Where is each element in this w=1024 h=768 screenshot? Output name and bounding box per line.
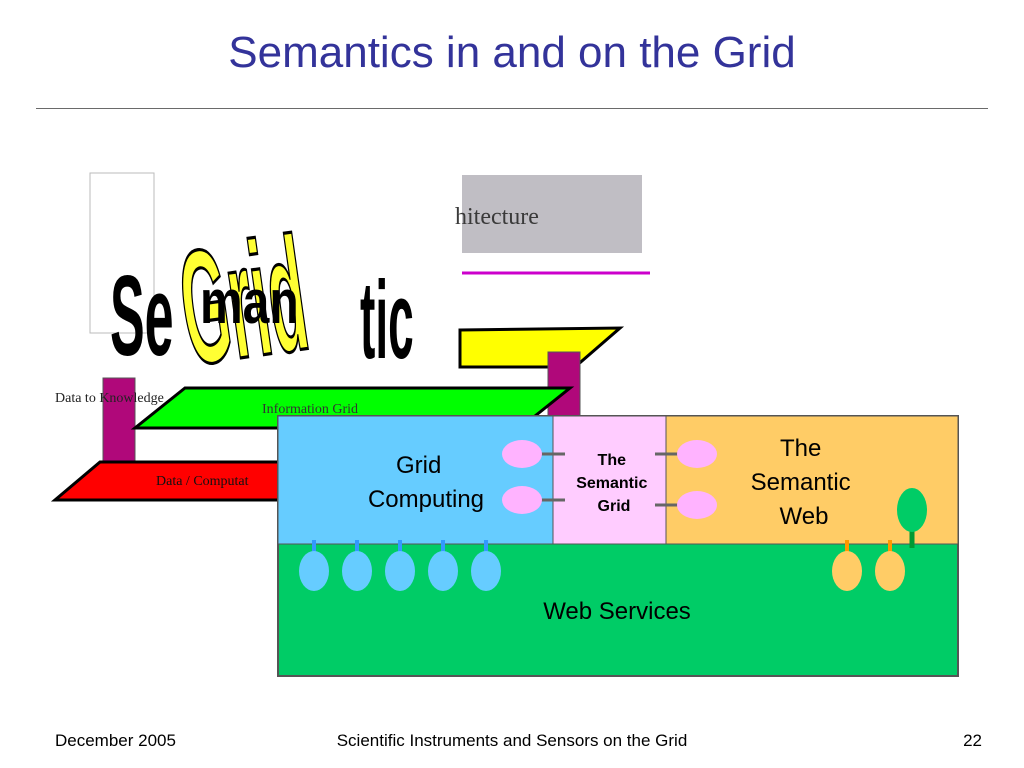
wordart-tic: tic — [360, 257, 414, 381]
diagram-left-panel — [89, 172, 155, 334]
data-computation-label: Data / Computat — [156, 474, 249, 489]
grid-connector-node — [471, 551, 501, 591]
semantic-grid-label: The Semantic Grid — [576, 452, 652, 515]
grid-connector-node — [385, 551, 415, 591]
grid-to-web-services-connectors — [299, 540, 501, 591]
semantic-grid-box — [552, 415, 667, 545]
grid-computing-label: Grid Computing — [368, 452, 484, 513]
semantic-grid-wordart: Se tic Grid man — [110, 201, 414, 400]
connector-node — [677, 491, 717, 519]
web-connector-node — [832, 551, 862, 591]
information-grid-label: Information Grid — [262, 402, 358, 417]
wordart-se: Se — [110, 252, 174, 379]
architecture-header-text: hitecture — [455, 204, 539, 230]
web-services-label: Web Services — [543, 598, 691, 625]
connector-node — [502, 486, 542, 514]
wordart-grid: Grid — [170, 202, 317, 399]
architecture-header-box — [462, 175, 642, 253]
grid-connector-node — [299, 551, 329, 591]
footer-date: December 2005 — [55, 731, 176, 750]
slide-title: Semantics in and on the Grid — [228, 28, 796, 77]
footer-title: Scientific Instruments and Sensors on th… — [336, 731, 688, 750]
knowledge-layer — [458, 326, 625, 369]
grid-connector-node — [428, 551, 458, 591]
green-connector-node — [897, 488, 927, 532]
grid-computing-box — [277, 415, 557, 545]
grid-connector-node — [342, 551, 372, 591]
slide-number: 22 — [963, 731, 982, 750]
connector-node — [502, 440, 542, 468]
semantic-web-label: The Semantic Web — [751, 435, 858, 530]
connector-node — [677, 440, 717, 468]
venn-diagram: Grid Computing The Semantic Grid The Sem… — [277, 415, 959, 677]
title-divider — [36, 108, 988, 109]
web-connector-node — [875, 551, 905, 591]
web-to-web-services-connectors — [832, 540, 905, 591]
wordart-man: man — [200, 267, 299, 336]
data-to-knowledge-label: Data to Knowledge — [55, 391, 164, 406]
